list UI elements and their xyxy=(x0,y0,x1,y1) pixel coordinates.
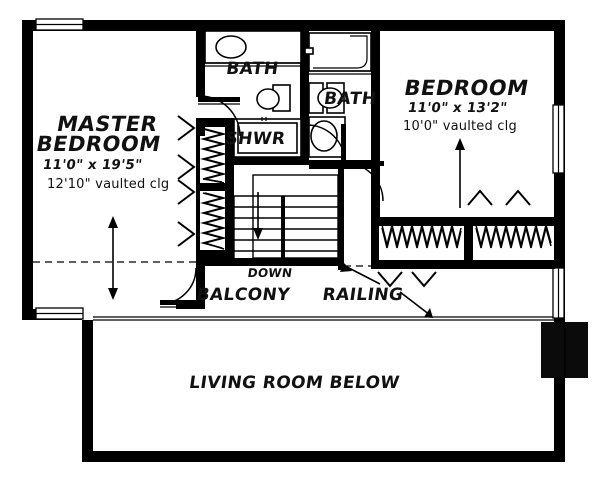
balcony-text: BALCONY xyxy=(195,285,291,305)
master-bedroom-line2: BEDROOM xyxy=(34,131,162,156)
bath-2-text: BATH xyxy=(323,89,378,109)
window-bottom-left xyxy=(35,307,84,320)
bedroom-2-ceiling: 10'0" vaulted clg xyxy=(403,119,517,134)
door-master-to-bath xyxy=(198,95,241,137)
window-right-lower xyxy=(552,267,565,319)
bath-2-label: BATH xyxy=(323,89,378,109)
master-bedroom-label: MASTER BEDROOM 11'0" x 19'5" 12'10" vaul… xyxy=(34,111,169,192)
window-right-upper xyxy=(552,104,565,174)
master-closet-rods xyxy=(200,128,227,250)
bedroom2-vault-arrow xyxy=(455,138,465,208)
master-closet-pointers xyxy=(177,115,196,247)
bath-1-text: BATH xyxy=(225,59,280,79)
stair-down-label: DOWN xyxy=(247,266,294,280)
railing-label: RAILING xyxy=(321,285,404,305)
bedroom2-closet-rods xyxy=(381,222,552,249)
bedroom-2-dimensions: 11'0" x 13'2" xyxy=(407,100,508,116)
bath-1-label: BATH xyxy=(225,59,280,79)
down-text: DOWN xyxy=(247,266,294,280)
balcony-label: BALCONY xyxy=(195,285,291,305)
door-master-to-balcony xyxy=(159,267,200,308)
bath-1-fixtures xyxy=(204,30,302,158)
master-bedroom-line1: MASTER xyxy=(55,111,159,136)
door-bath2-to-hall xyxy=(344,161,384,202)
bedroom-2-label: BEDROOM 11'0" x 13'2" 10'0" vaulted clg xyxy=(402,75,530,134)
window-top-left xyxy=(35,18,84,31)
door-bedroom2-to-hall xyxy=(306,124,346,164)
shower-label: SHWR xyxy=(224,129,287,149)
master-bedroom-dimensions: 11'0" x 19'5" xyxy=(42,157,143,173)
shower-text: SHWR xyxy=(224,129,287,149)
master-vault-arrow xyxy=(108,216,118,300)
railing-text: RAILING xyxy=(321,285,404,305)
railing-leaders xyxy=(33,261,433,318)
living-room-below-text: LIVING ROOM BELOW xyxy=(188,373,401,393)
master-bedroom-ceiling: 12'10" vaulted clg xyxy=(47,177,169,192)
living-room-below-label: LIVING ROOM BELOW xyxy=(188,373,401,393)
chimney-block xyxy=(541,322,588,378)
bedroom-2-name: BEDROOM xyxy=(402,75,530,100)
bedroom2-closet-pointers xyxy=(377,189,531,288)
stairs xyxy=(233,174,339,259)
